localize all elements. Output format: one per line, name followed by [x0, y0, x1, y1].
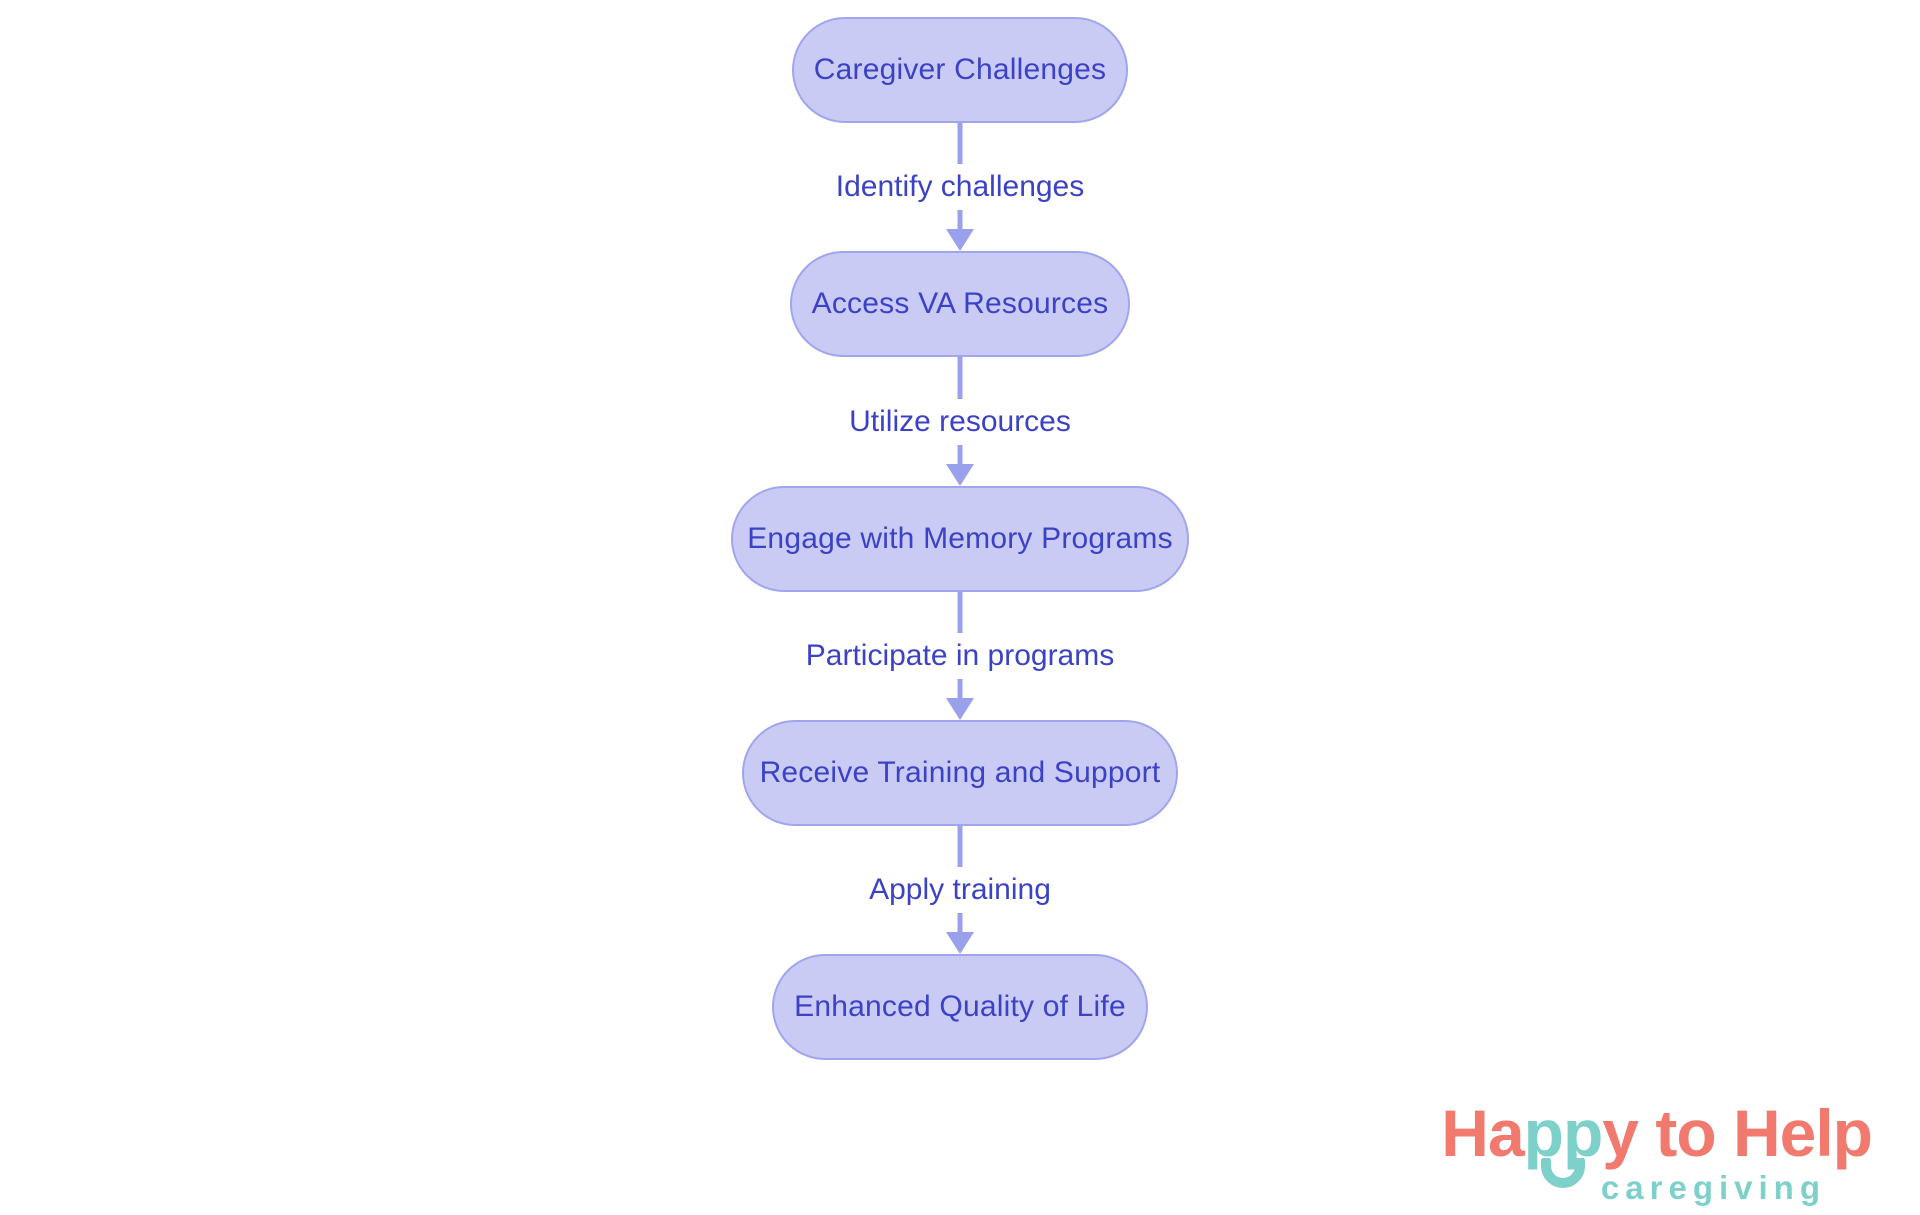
edge-label: Participate in programs	[795, 633, 1125, 679]
arrowhead-down-icon	[946, 932, 974, 954]
node-label: Engage with Memory Programs	[747, 522, 1173, 555]
edge-label: Apply training	[859, 867, 1061, 913]
arrowhead-down-icon	[946, 464, 974, 486]
flow-node-access-va-resources: Access VA Resources	[790, 251, 1130, 357]
logo-text-ha: Ha	[1441, 1096, 1524, 1170]
edge-label: Utilize resources	[839, 398, 1081, 445]
logo-text-y-to-help: y to Help	[1602, 1096, 1873, 1170]
flow-node-receive-training-support: Receive Training and Support	[742, 720, 1178, 826]
flow-edge-participate-in-programs: Participate in programs	[795, 592, 1125, 720]
flow-node-enhanced-quality-of-life: Enhanced Quality of Life	[772, 954, 1148, 1060]
logo-text-pp-letters: pp	[1523, 1096, 1604, 1170]
smile-icon	[1540, 1158, 1585, 1188]
logo-text-pp: pp	[1524, 1100, 1603, 1188]
arrowhead-down-icon	[946, 698, 974, 720]
flow-edge-utilize-resources: Utilize resources	[839, 357, 1081, 486]
flow-edge-apply-training: Apply training	[859, 826, 1061, 954]
flow-node-engage-memory-programs: Engage with Memory Programs	[731, 486, 1189, 592]
node-label: Enhanced Quality of Life	[794, 990, 1126, 1023]
arrowhead-down-icon	[946, 229, 974, 251]
node-label: Access VA Resources	[811, 287, 1109, 320]
flow-edge-identify-challenges: Identify challenges	[825, 123, 1095, 251]
flow-node-caregiver-challenges: Caregiver Challenges	[792, 17, 1128, 123]
edge-label: Identify challenges	[825, 164, 1095, 210]
logo-subtitle: caregiving	[1600, 1169, 1826, 1206]
node-label: Caregiver Challenges	[813, 53, 1107, 86]
node-label: Receive Training and Support	[759, 756, 1161, 789]
